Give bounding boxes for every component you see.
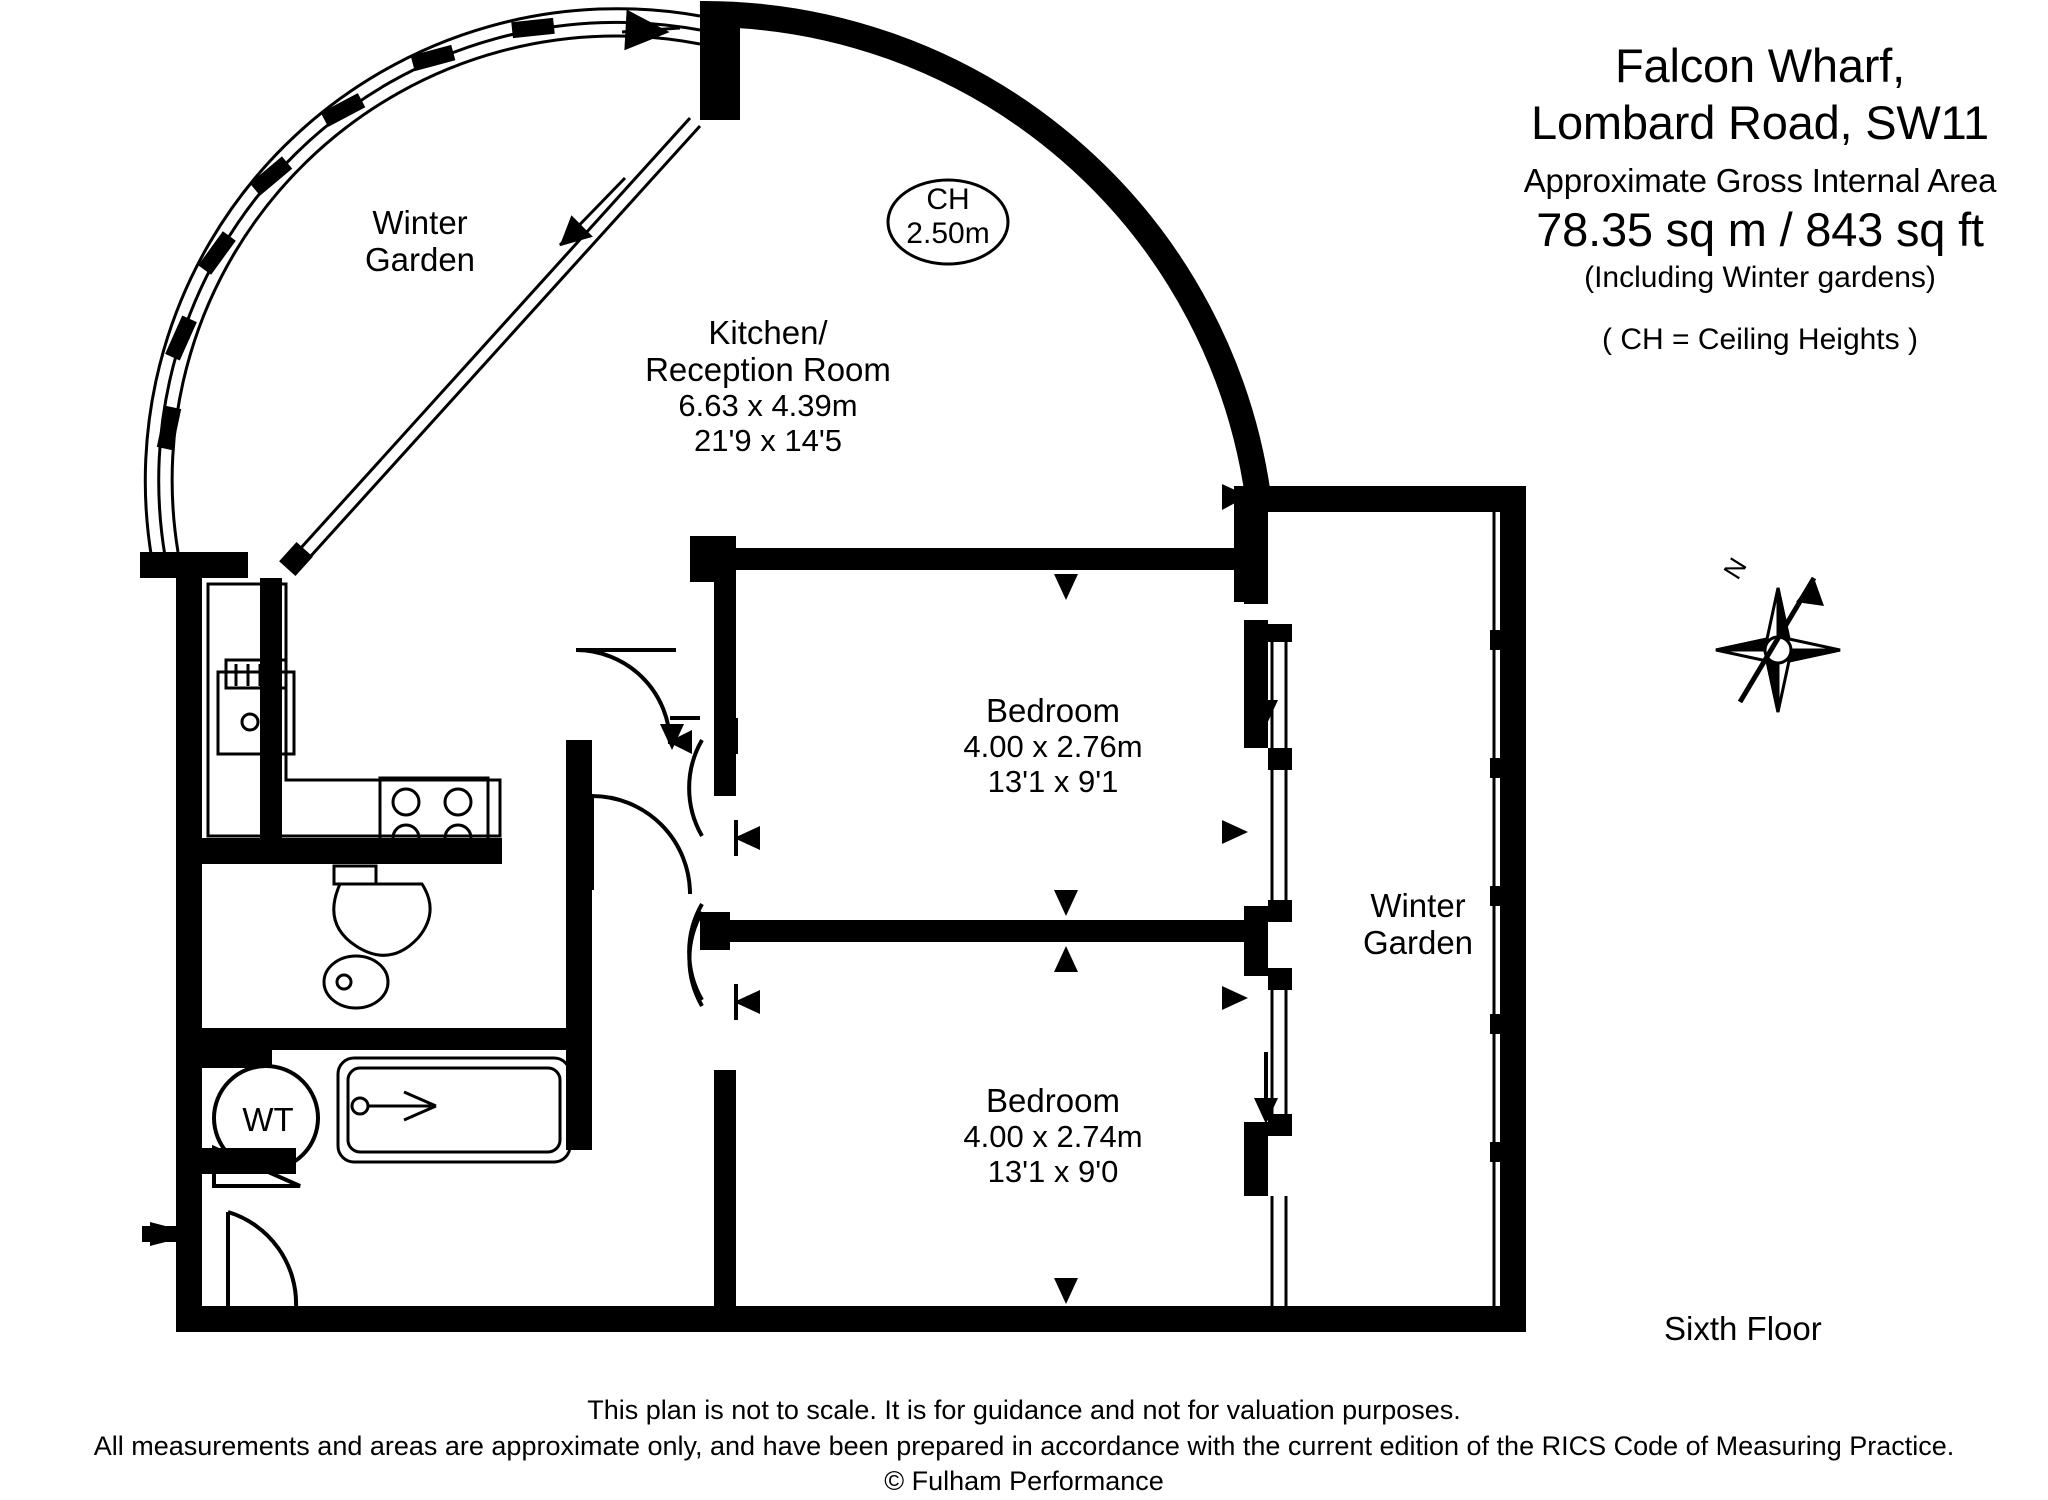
room-label-kitchen-reception: Kitchen/ Reception Room 6.63 x 4.39m 21'…	[645, 314, 891, 458]
winter-garden-topleft-line2: Garden	[364, 240, 476, 278]
footer-line-1: This plan is not to scale. It is for gui…	[587, 1395, 1461, 1425]
exterior-curved-wall	[699, 0, 1271, 498]
wall-nub-top	[700, 8, 740, 114]
ceiling-heights-legend: ( CH = Ceiling Heights )	[1602, 323, 1918, 356]
compass-rose	[1715, 576, 1841, 713]
winter-garden-right-line1: Winter	[1370, 887, 1466, 924]
ceiling-height-bubble	[886, 178, 1010, 266]
floor-level-label: Sixth Floor	[1664, 1310, 1822, 1347]
bedroom-2-dimensions-metric: 4.00 x 2.74m	[963, 1118, 1143, 1154]
right-winter-garden-glazing-upper	[1270, 640, 1288, 1122]
bedroom-1-dimensions-imperial: 13'1 x 9'1	[987, 763, 1119, 799]
sliding-door-arrow	[558, 176, 627, 247]
partition-mullion	[279, 541, 313, 577]
footer-disclaimer: This plan is not to scale. It is for gui…	[0, 1393, 2048, 1500]
winter-garden-mullions	[156, 17, 555, 451]
interior-walls	[202, 486, 1268, 1332]
winter-garden-right-line2: Garden	[1362, 923, 1474, 961]
ceiling-height-value: 2.50m	[906, 216, 990, 250]
wall-tick-marks	[670, 716, 738, 1020]
room-label-winter-garden-topleft: Winter Garden	[364, 204, 476, 279]
winter-garden-topleft-line1: Winter	[372, 204, 468, 241]
property-name-line2: Lombard Road, SW11	[1531, 96, 1989, 149]
bedroom-1-dimensions-metric: 4.00 x 2.76m	[963, 728, 1143, 764]
title-block: Falcon Wharf, Lombard Road, SW11 Approxi…	[1440, 38, 2048, 357]
property-name-line1: Falcon Wharf,	[1615, 39, 1905, 92]
gross-internal-area-value: 78.35 sq m / 843 sq ft	[1536, 203, 1984, 256]
kitchen-line1: Kitchen/	[708, 314, 828, 351]
opening-arrows	[142, 484, 1278, 1304]
including-winter-gardens-note: (Including Winter gardens)	[1584, 261, 1936, 294]
winter-garden-glazing-arcs	[143, 7, 701, 561]
bedroom-2-dimensions-imperial: 13'1 x 9'0	[987, 1153, 1119, 1189]
room-label-winter-garden-right: Winter Garden	[1362, 887, 1474, 962]
door-swings	[226, 648, 704, 1309]
kitchen-dimensions-metric: 6.63 x 4.39m	[678, 387, 858, 423]
right-winter-garden-mullions	[1268, 624, 1292, 1136]
footer-line-3: © Fulham Performance	[884, 1466, 1164, 1497]
bedroom-1-name: Bedroom	[986, 692, 1120, 729]
ceiling-height-abbrev: CH	[926, 183, 970, 216]
room-label-bedroom-2: Bedroom 4.00 x 2.74m 13'1 x 9'0	[963, 1082, 1143, 1189]
bedroom-2-name: Bedroom	[986, 1082, 1120, 1119]
kitchen-units	[206, 582, 502, 862]
bathroom-fittings	[322, 864, 572, 1164]
gross-internal-area-label: Approximate Gross Internal Area	[1523, 162, 1997, 199]
winter-garden-partition	[288, 116, 702, 570]
kitchen-line2: Reception Room	[645, 350, 891, 388]
water-tank-label: WT	[242, 1101, 294, 1138]
ceiling-height-label: CH 2.50m	[906, 183, 989, 250]
structural-walls	[140, 486, 1526, 1332]
kitchen-dimensions-imperial: 21'9 x 14'5	[693, 422, 843, 458]
water-tank-cupboard	[212, 1064, 320, 1188]
sliding-door-arrow-2	[621, 9, 681, 51]
footer-line-2: All measurements and areas are approxima…	[93, 1430, 1955, 1461]
room-label-bedroom-1: Bedroom 4.00 x 2.76m 13'1 x 9'1	[963, 692, 1143, 799]
right-exterior-mullions	[1490, 630, 1516, 1162]
